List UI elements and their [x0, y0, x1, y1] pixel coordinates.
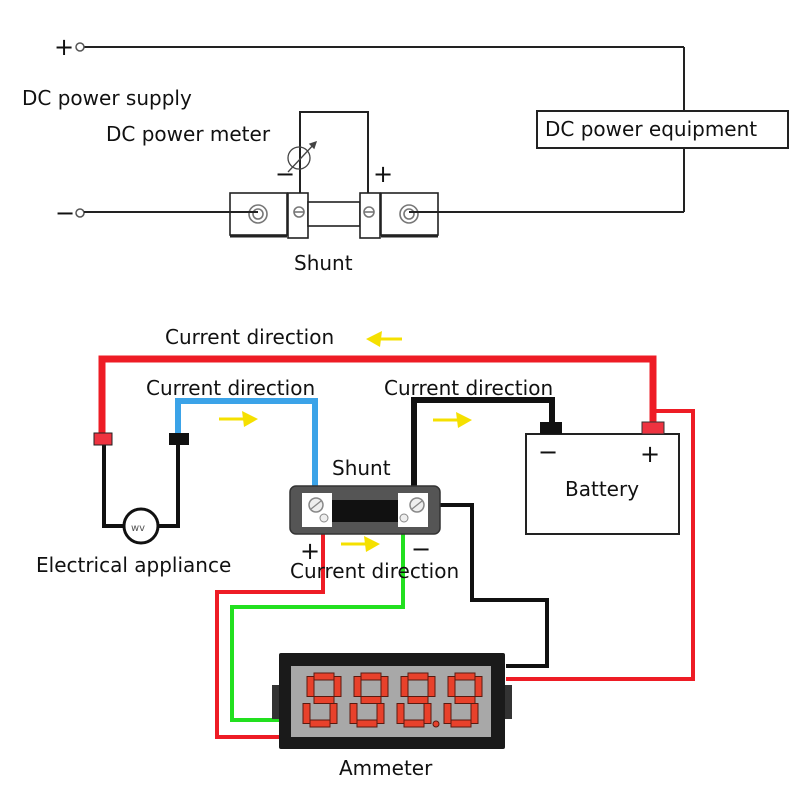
negative-terminal — [75, 208, 85, 218]
red-shunt-ammeter-wire — [215, 525, 325, 739]
dc-equipment-box — [536, 110, 789, 149]
battery-box — [525, 433, 680, 535]
shunt-plus-sign: + — [300, 537, 320, 565]
appliance-wires — [102, 445, 124, 528]
appliance-glyph: wv — [131, 523, 145, 534]
display-segment — [396, 703, 405, 724]
electrical-appliance-symbol — [122, 507, 160, 545]
display-segment — [329, 703, 338, 724]
display-segment — [470, 703, 479, 724]
display-segment — [313, 672, 335, 681]
display-segment — [356, 719, 378, 728]
green-wire — [230, 525, 405, 722]
display-segment — [333, 676, 342, 697]
black-plug — [169, 433, 189, 445]
red-plug — [93, 432, 113, 446]
display-segment — [454, 672, 476, 681]
display-segment — [427, 676, 436, 697]
positive-terminal-sign: + — [54, 33, 74, 61]
top-shunt-label: Shunt — [294, 251, 353, 275]
dc-supply-label: DC power supply — [22, 86, 192, 110]
arrow-right-icon — [219, 411, 258, 427]
display-segment — [380, 676, 389, 697]
battery-plus-sign: + — [640, 440, 660, 468]
red-main-wire — [98, 355, 657, 437]
current-direction-label-bottom: Current direction — [290, 559, 459, 583]
display-segment — [450, 719, 472, 728]
ammeter-display — [302, 672, 483, 728]
meter-plus-sign: + — [373, 160, 393, 188]
display-segment — [423, 703, 432, 724]
battery-positive-terminal — [641, 421, 665, 435]
meter-wires — [299, 111, 369, 210]
display-segment — [376, 703, 385, 724]
display-segment — [309, 719, 331, 728]
display-segment — [403, 719, 425, 728]
dc-meter-label: DC power meter — [106, 122, 271, 146]
display-segment — [313, 696, 335, 704]
shunt-minus-sign: − — [411, 535, 431, 563]
display-segment — [360, 672, 382, 681]
bottom-shunt — [289, 485, 441, 535]
display-segment — [302, 703, 311, 724]
battery-minus-sign: − — [538, 438, 558, 466]
display-segment — [474, 676, 483, 697]
display-segment — [353, 676, 362, 697]
arrow-right-icon — [433, 412, 472, 428]
black-shunt-ammeter-wire — [432, 503, 549, 668]
arrow-left-icon — [366, 331, 402, 347]
ammeter-label: Ammeter — [339, 756, 433, 780]
battery-label: Battery — [565, 477, 639, 501]
bottom-shunt-label: Shunt — [332, 456, 391, 480]
appliance-label: Electrical appliance — [36, 553, 231, 577]
display-segment — [349, 703, 358, 724]
arrow-right-icon — [341, 536, 380, 552]
display-segment — [407, 696, 429, 704]
meter-minus-sign: − — [275, 160, 295, 188]
display-segment — [400, 676, 409, 697]
display-segment — [443, 703, 452, 724]
display-segment — [454, 696, 476, 704]
current-direction-label-top: Current direction — [165, 325, 334, 349]
negative-terminal-sign: − — [55, 199, 75, 227]
dc-equipment-label: DC power equipment — [545, 117, 757, 141]
appliance-wires-right — [158, 445, 180, 528]
display-segment — [306, 676, 315, 697]
battery-negative-terminal — [540, 422, 562, 434]
ammeter — [272, 653, 512, 749]
display-segment — [447, 676, 456, 697]
current-direction-label-black: Current direction — [384, 376, 553, 400]
positive-terminal — [75, 42, 85, 52]
display-segment — [360, 696, 382, 704]
blue-wire — [175, 398, 318, 490]
black-battery-wire — [411, 397, 555, 490]
decimal-point — [432, 720, 440, 728]
current-direction-label-blue: Current direction — [146, 376, 315, 400]
top-shunt — [229, 192, 439, 239]
display-segment — [407, 672, 429, 681]
red-battery-ammeter-wire — [506, 409, 695, 681]
power-meter-symbol — [287, 140, 318, 173]
